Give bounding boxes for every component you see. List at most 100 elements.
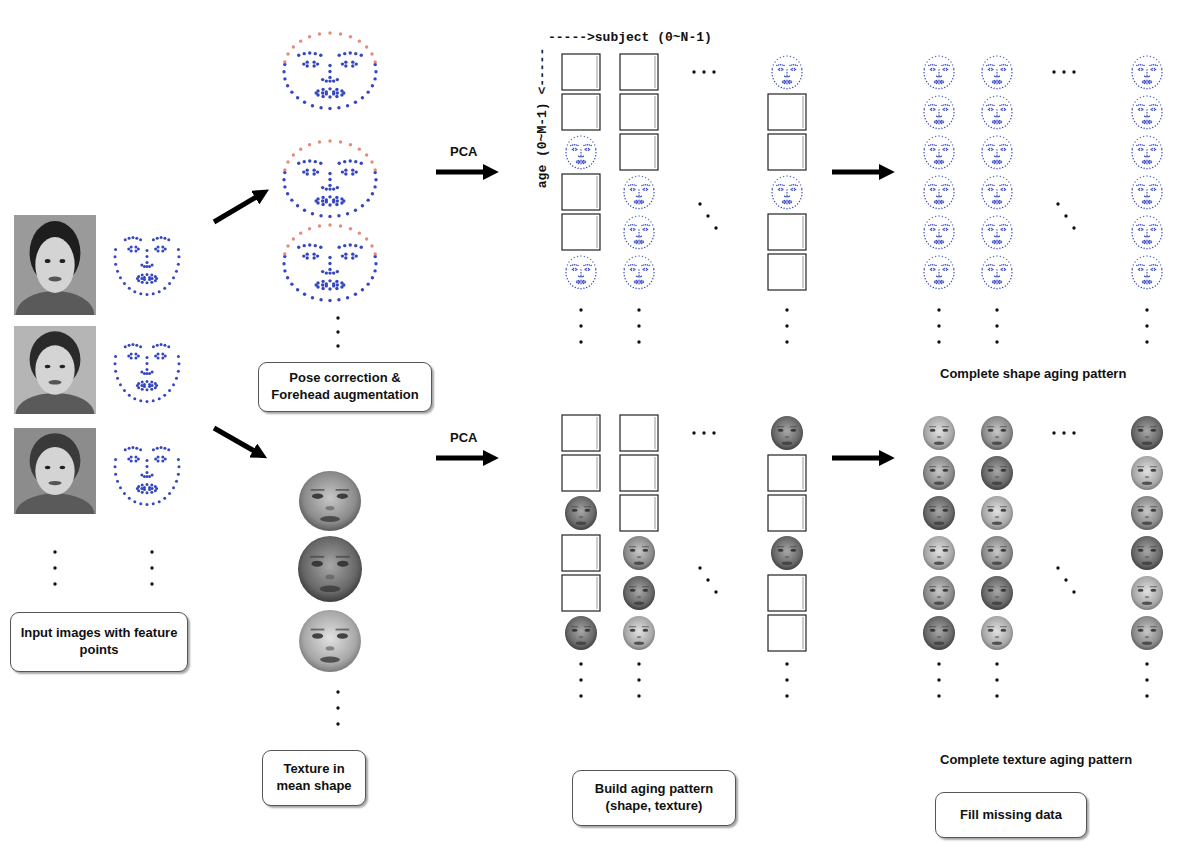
feature-point [942, 200, 944, 202]
feature-point [283, 185, 286, 188]
feature-point [939, 162, 941, 164]
feature-point [989, 108, 991, 110]
forehead-point [592, 141, 594, 143]
feature-point [639, 201, 641, 203]
feature-point [946, 190, 948, 192]
feature-point [791, 68, 793, 70]
face-brow [311, 629, 325, 631]
feature-point [934, 282, 936, 284]
feature-point [789, 75, 791, 77]
feature-point [371, 84, 374, 87]
feature-point [776, 65, 778, 67]
feature-point [997, 202, 999, 204]
feature-point [991, 184, 993, 186]
feature-point [982, 78, 984, 80]
feature-point [999, 185, 1001, 187]
feature-point [302, 62, 305, 65]
feature-point [338, 54, 341, 57]
forehead-point [984, 101, 986, 103]
feature-point [328, 195, 331, 198]
feature-point [930, 205, 932, 207]
feature-point [936, 283, 938, 285]
feature-point [996, 123, 998, 125]
feature-point [999, 160, 1001, 162]
forehead-point [932, 97, 934, 99]
feature-point [151, 263, 154, 266]
feature-point [926, 161, 928, 163]
feature-point [639, 242, 641, 244]
feature-point [941, 208, 943, 210]
feature-point [935, 248, 937, 250]
feature-point [643, 188, 645, 190]
forehead-point [793, 177, 795, 179]
photo-shoulders [16, 393, 95, 414]
feature-point [938, 232, 940, 234]
feature-point [177, 362, 180, 365]
missing-cell-edge [803, 96, 804, 128]
forehead-point [926, 141, 928, 143]
ellipsis-dot [150, 582, 153, 585]
feature-point [996, 152, 998, 154]
feature-point [175, 480, 178, 483]
feature-point [172, 383, 175, 386]
forehead-point [996, 135, 998, 137]
feature-point [641, 280, 643, 282]
feature-point [328, 79, 331, 82]
feature-point [319, 54, 322, 57]
forehead-point [942, 176, 944, 178]
feature-point [148, 486, 151, 489]
feature-point [335, 88, 338, 91]
feature-point [328, 76, 331, 79]
feature-point [638, 288, 640, 290]
feature-point [1007, 203, 1009, 205]
feature-point [354, 52, 357, 55]
forehead-point [983, 184, 985, 186]
forehead-point [932, 257, 934, 259]
feature-point [590, 265, 592, 267]
feature-point [941, 65, 943, 67]
feature-point [589, 264, 591, 266]
feature-point [565, 152, 567, 154]
feature-point [580, 272, 582, 274]
feature-point [139, 399, 142, 402]
feature-point [168, 282, 171, 285]
feature-point [581, 281, 583, 283]
texture-face [623, 576, 655, 610]
feature-point [935, 65, 937, 67]
feature-point [141, 388, 144, 391]
feature-point [953, 232, 955, 234]
feature-point [332, 90, 335, 93]
feature-point [336, 199, 339, 202]
feature-point [1003, 184, 1005, 186]
feature-point [154, 382, 157, 385]
feature-point [312, 64, 315, 67]
feature-point [636, 283, 638, 285]
feature-point [789, 83, 791, 85]
feature-point [653, 272, 655, 274]
feature-point [928, 123, 930, 125]
forehead-point [370, 52, 373, 55]
feature-point [990, 104, 992, 106]
feature-point [936, 123, 938, 125]
forehead-point [938, 55, 940, 57]
forehead-point [365, 153, 368, 156]
feature-point [996, 208, 998, 210]
forehead-point [938, 135, 940, 137]
feature-point [328, 64, 331, 67]
feature-point [137, 247, 140, 250]
forehead-point [796, 179, 798, 181]
feature-point [1007, 83, 1009, 85]
feature-point [934, 242, 936, 244]
feature-point [996, 119, 998, 121]
feature-point [114, 370, 117, 373]
feature-point [934, 241, 936, 243]
feature-point [999, 208, 1001, 210]
feature-point [941, 248, 943, 250]
feature-point [628, 265, 630, 267]
feature-point [114, 255, 117, 258]
forehead-point [924, 228, 926, 230]
feature-point [926, 281, 928, 283]
forehead-point [932, 57, 934, 59]
face-eye [312, 494, 323, 499]
feature-point [161, 455, 164, 458]
